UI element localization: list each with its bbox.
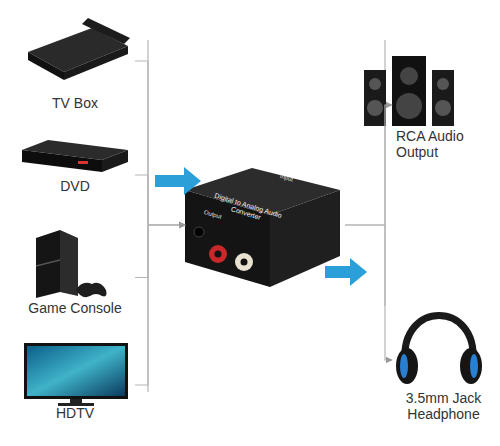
connector-line	[345, 105, 392, 225]
tv-box-front	[28, 52, 64, 80]
converter-illustration	[185, 168, 340, 287]
device-label: RCA Audio Output	[396, 128, 494, 160]
ear-cup	[396, 348, 418, 384]
connector-line	[345, 225, 392, 360]
speaker-left	[364, 70, 386, 126]
device-node: 3.5mm Jack Headphone	[392, 290, 495, 430]
speaker-cone	[437, 78, 449, 90]
ear-cup-accent	[400, 354, 408, 378]
speaker-cone	[367, 100, 383, 116]
ear-cup	[460, 348, 482, 384]
device-node: Digital to Analog Audio ConverterInputOu…	[185, 165, 345, 285]
ear-cup-accent	[470, 354, 478, 378]
rca-pin	[241, 259, 248, 266]
flow-arrow	[325, 258, 367, 286]
tv-frame	[24, 343, 128, 399]
device-node: Game Console	[15, 230, 135, 325]
console-side	[60, 230, 78, 296]
tv-box-side	[64, 46, 128, 80]
hdtv-illustration	[24, 343, 128, 406]
tv-screen	[27, 346, 125, 396]
connector-line	[135, 61, 185, 225]
device-label: 3.5mm Jack Headphone	[392, 390, 495, 422]
speaker-cone	[369, 78, 381, 90]
device-node: RCA Audio Output	[392, 40, 495, 170]
console-front	[36, 230, 60, 298]
dvd-player-illustration	[22, 140, 128, 172]
rca-jack-red	[209, 245, 227, 263]
bracket-line	[147, 40, 148, 392]
dvd-front	[22, 150, 102, 172]
headphone-jack	[194, 227, 204, 237]
connector-line	[135, 175, 185, 225]
tv-neck	[70, 399, 82, 403]
speaker-cone	[435, 100, 451, 116]
dvd-display	[78, 161, 88, 164]
speaker-cone	[396, 93, 422, 119]
device-node: TV Box	[15, 5, 135, 117]
rca-jack-white	[235, 253, 253, 271]
device-label: Digital to Analog Audio Converter	[208, 191, 285, 229]
device-label: HDTV	[15, 405, 135, 421]
flow-arrow	[155, 167, 201, 195]
speakers-illustration	[364, 56, 454, 126]
connector-line	[135, 225, 185, 385]
device-node: DVD	[15, 125, 135, 225]
remote-control	[82, 18, 130, 44]
device-label: DVD	[15, 178, 135, 194]
device-node: HDTV	[15, 335, 135, 435]
tv-box-illustration	[28, 18, 130, 80]
game-console-illustration	[36, 230, 107, 298]
device-label: TV Box	[15, 95, 135, 111]
device-label: Game Console	[15, 300, 135, 316]
dvd-side	[102, 150, 128, 172]
speaker-right	[432, 70, 454, 126]
subwoofer	[392, 56, 426, 126]
connector-line	[135, 225, 185, 278]
controller	[76, 283, 107, 297]
device-label: Input	[279, 173, 310, 188]
headphone-illustration	[396, 316, 482, 385]
speaker-cone	[400, 67, 418, 85]
console-groove	[36, 260, 60, 266]
rca-pin	[215, 251, 222, 258]
